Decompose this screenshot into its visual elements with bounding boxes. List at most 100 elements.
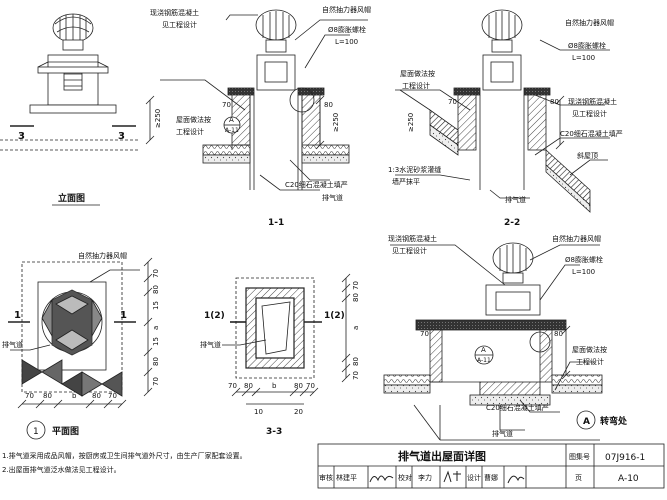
caption-section-1-1: 1-1 — [268, 218, 284, 228]
label-exhaust-2: 排气道 — [505, 195, 526, 204]
section-mark-1a: 1 — [14, 310, 21, 321]
plan-view — [8, 257, 153, 440]
label-roof-1b: 见工程设计 — [162, 20, 197, 29]
plan-dim-15a: 15 — [152, 301, 160, 310]
corner-detail — [383, 242, 603, 441]
design-label: 设计 — [467, 473, 481, 482]
plan-dim-70a: 70 — [152, 269, 160, 278]
section-1-1 — [160, 9, 368, 191]
section-3-3 — [222, 273, 351, 405]
label-exhaust-5: 排气道 — [492, 429, 513, 438]
plan-bot-70a: 70 — [25, 392, 34, 400]
check-name: 李力 — [418, 473, 432, 482]
corner-detail-ref-a: A — [481, 346, 486, 354]
label-waterproof-1a: 屋面做法按 — [176, 115, 211, 124]
label-mortar-b: 墙严抹平 — [392, 177, 420, 186]
dim-250-section1: ≥250 — [332, 113, 340, 132]
label-hood-1: 自然抽力器风帽 — [322, 5, 371, 14]
s33-bot-b: b — [272, 382, 277, 390]
label-exhaust-1: 排气道 — [322, 193, 343, 202]
label-fill-4: C20细石混凝土填严 — [486, 403, 549, 412]
atlas-number: 07J916-1 — [605, 453, 645, 463]
label-bolt-4: Ø8膨胀螺栓 — [565, 255, 603, 264]
section-mark-3b: 3 — [118, 131, 125, 142]
corner-mark: A — [583, 417, 590, 427]
plan-dim-70b: 70 — [152, 377, 160, 386]
label-waterproof-2a: 屋面做法按 — [400, 69, 435, 78]
label-bolt-len-4: L=100 — [572, 268, 595, 276]
corner-detail-ref-sheet: A-11 — [477, 357, 491, 364]
s33-dim-70b: 70 — [352, 371, 360, 380]
s33-bot-80: 80 — [244, 382, 253, 390]
design-signature — [507, 475, 525, 484]
s33-dim-a: a — [352, 326, 360, 330]
check-signature — [443, 470, 461, 483]
plan-dim-80b: 80 — [152, 357, 160, 366]
label-hood-4: 自然抽力器风帽 — [552, 234, 601, 243]
label-roof-3a: 现浇钢筋混凝土 — [388, 234, 437, 243]
caption-section-3-3: 3-3 — [266, 427, 282, 437]
page-number: A-10 — [618, 474, 639, 484]
dim-70-section1: 70 — [222, 101, 231, 109]
plan-dim-80a: 80 — [152, 285, 160, 294]
dim-80-corner: 80 — [554, 330, 563, 338]
s33-dim-10: 10 — [254, 408, 263, 416]
s33-dim-70a: 70 — [352, 281, 360, 290]
section-mark-1-2a: 1(2) — [204, 311, 225, 321]
note-2: 2.出屋面排气道泛水做法见工程设计。 — [2, 465, 121, 474]
label-exhaust-4: 排气道 — [200, 340, 221, 349]
label-slope-roof: 斜屋顶 — [577, 151, 598, 160]
dim-70-corner: 70 — [420, 330, 429, 338]
caption-plan: 平面图 — [52, 426, 79, 437]
note-1: 1.排气道采用成品风帽，按厨房或卫生间排气道外尺寸，由生产厂家配套设置。 — [2, 451, 247, 460]
caption-corner: 转弯处 — [600, 415, 628, 427]
dim-70-section2: 70 — [448, 98, 457, 106]
label-exhaust-3: 排气道 — [2, 340, 23, 349]
elevation-view — [0, 13, 155, 151]
label-fill-2: C20细石混凝土填严 — [560, 129, 623, 138]
title-block — [317, 443, 665, 489]
label-roof-2a: 现浇钢筋混凝土 — [568, 97, 617, 106]
section-mark-1-2b: 1(2) — [324, 311, 345, 321]
plan-bot-80a: 80 — [43, 392, 52, 400]
dim-80-section2: 80 — [550, 98, 559, 106]
dim-80-section1: 80 — [324, 101, 333, 109]
label-bolt-len-1: L=100 — [335, 38, 358, 46]
design-name: 曹娜 — [484, 473, 498, 482]
s33-bot-70a: 70 — [228, 382, 237, 390]
plan-dim-15b: 15 — [152, 337, 160, 346]
dim-250-section2: ≥250 — [407, 113, 415, 132]
label-bolt-len-2: L=100 — [572, 54, 595, 62]
page-label: 页 — [575, 474, 582, 482]
s33-dim-20: 20 — [294, 408, 303, 416]
atlas-label: 图集号 — [569, 452, 590, 461]
s33-bot-80b: 80 — [294, 382, 303, 390]
detail-ref-sheet: A-11 — [225, 127, 239, 134]
section-mark-1b: 1 — [120, 310, 127, 321]
section-mark-3a: 3 — [18, 131, 25, 142]
detail-ref-a: A — [229, 116, 234, 124]
plan-bot-80b: 80 — [92, 392, 101, 400]
caption-section-2-2: 2-2 — [504, 218, 520, 228]
label-waterproof-2b: 工程设计 — [402, 81, 430, 90]
label-mortar-a: 1:3水泥砂浆灌缝 — [388, 165, 441, 174]
label-hood-3: 自然抽力器风帽 — [78, 251, 127, 260]
review-name: 林建平 — [336, 473, 357, 482]
plan-bot-b: b — [72, 392, 77, 400]
review-signature — [369, 475, 394, 483]
caption-elevation: 立面图 — [58, 192, 85, 204]
label-bolt-2: Ø8膨胀螺栓 — [568, 41, 606, 50]
label-roof-2b: 见工程设计 — [572, 109, 607, 118]
label-waterproof-4b: 工程设计 — [576, 357, 604, 366]
s33-dim-80a: 80 — [352, 293, 360, 302]
plan-dim-a: a — [152, 326, 160, 330]
plan-mark: 1 — [33, 427, 39, 437]
label-roof-3b: 见工程设计 — [392, 246, 427, 255]
label-hood-2: 自然抽力器风帽 — [565, 18, 614, 27]
label-waterproof-1b: 工程设计 — [176, 127, 204, 136]
section-2-2 — [395, 9, 610, 213]
dim-250-elevation: ≥250 — [154, 109, 162, 128]
review-label: 审核 — [319, 473, 333, 482]
